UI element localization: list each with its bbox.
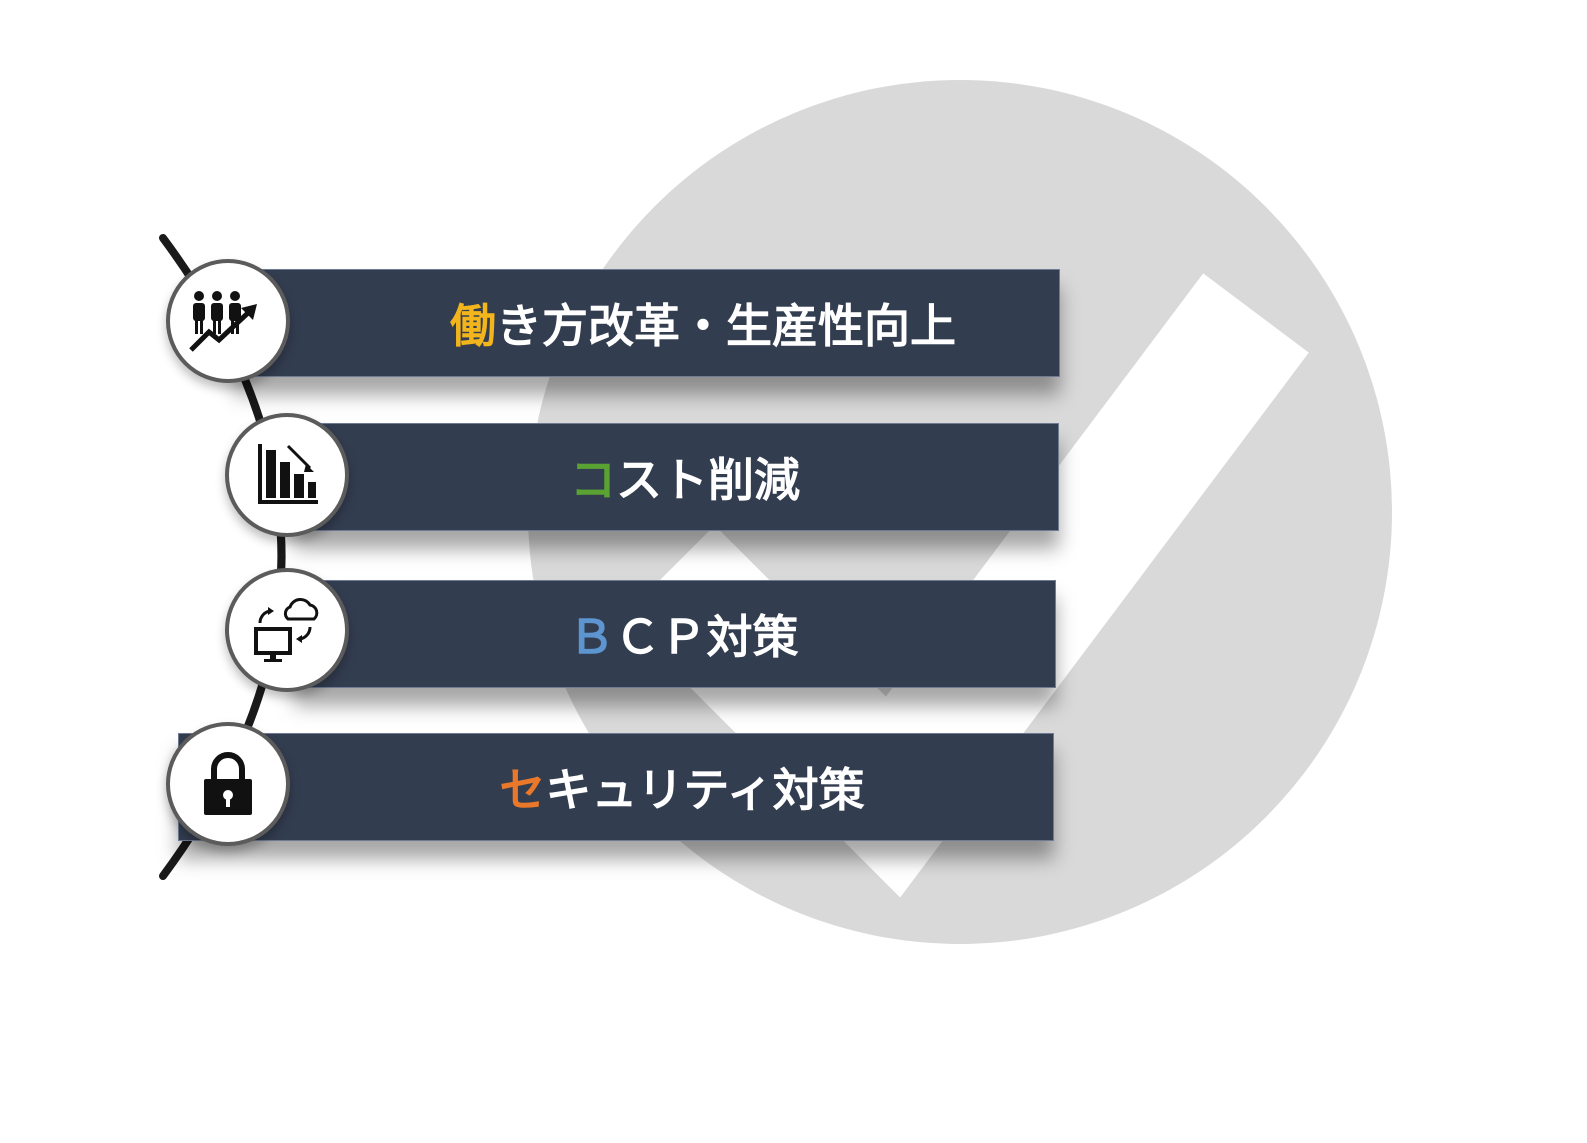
item-label-rest: ＣＰ対策 xyxy=(614,610,799,664)
item-label-rest: き方改革・生産性向上 xyxy=(496,299,956,353)
bar-chart-decrease-icon xyxy=(258,444,318,504)
item-bar-security: セキュリティ対策 xyxy=(178,733,1054,841)
item-bar-cost: コスト削減 xyxy=(294,423,1059,531)
item-label-security: セキュリティ対策 xyxy=(179,734,1055,840)
icon-circle-bcp xyxy=(225,568,349,692)
item-label-rest: スト削減 xyxy=(616,453,800,507)
item-label-work-style: 働き方改革・生産性向上 xyxy=(235,270,1061,376)
item-label-first-char: Ｂ xyxy=(568,610,615,664)
icon-circle-work-style xyxy=(166,259,290,383)
people-growth-icon xyxy=(189,291,257,352)
padlock-icon xyxy=(204,752,252,815)
icon-circle-security xyxy=(166,722,290,846)
cloud-sync-computer-icon xyxy=(254,598,319,662)
item-label-first-char: セ xyxy=(499,763,546,817)
item-label-rest: キュリティ対策 xyxy=(545,763,865,817)
item-bar-work-style: 働き方改革・生産性向上 xyxy=(234,269,1060,377)
icon-circle-cost xyxy=(225,413,349,537)
item-label-first-char: コ xyxy=(570,453,616,507)
item-label-first-char: 働 xyxy=(450,299,496,353)
item-label-cost: コスト削減 xyxy=(295,424,1060,530)
